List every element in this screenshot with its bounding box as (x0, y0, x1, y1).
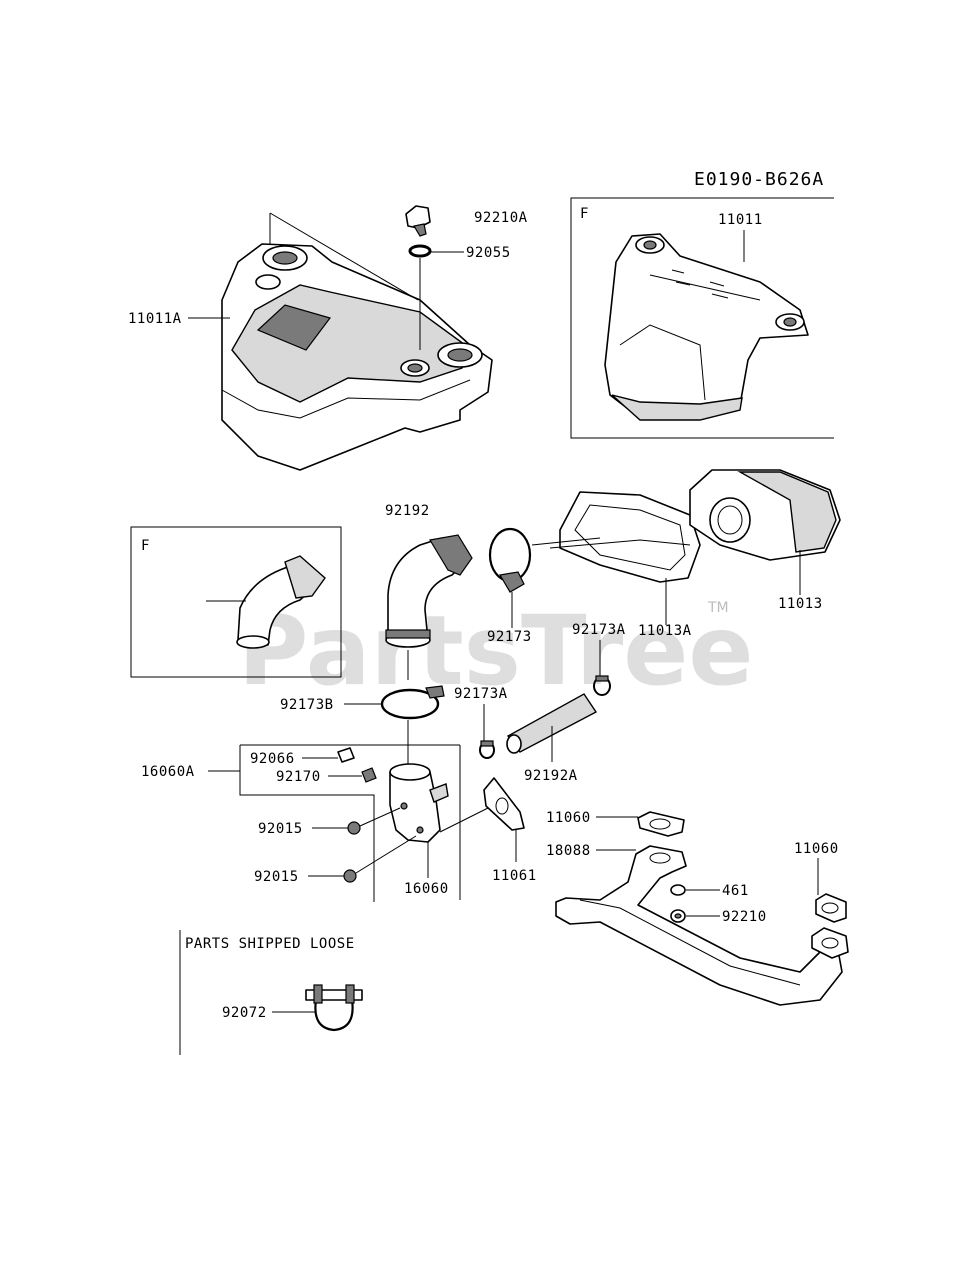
label-92173: 92173 (487, 629, 532, 645)
watermark-trademark: TM (707, 600, 729, 616)
label-92210A: 92210A (474, 210, 528, 226)
loose-heading: PARTS SHIPPED LOOSE (185, 936, 355, 952)
label-11011A: 11011A (128, 311, 182, 327)
pin-92066[interactable] (337, 747, 355, 763)
gasket-11060-right[interactable] (815, 893, 847, 923)
label-11060-right: 11060 (794, 841, 839, 857)
label-11011: 11011 (718, 212, 763, 228)
label-92192: 92192 (385, 503, 430, 519)
air-inlet-pipe-16060[interactable] (389, 763, 449, 843)
label-92173A-mid: 92173A (454, 686, 508, 702)
inset-top-frame (570, 197, 834, 439)
inset-left-frame (130, 526, 342, 678)
exhaust-flange-right[interactable] (811, 927, 849, 959)
diagram-code: E0190-B626A (694, 169, 824, 190)
label-92072: 92072 (222, 1005, 267, 1021)
label-92173B: 92173B (280, 697, 334, 713)
gasket-11061[interactable] (483, 777, 525, 831)
gasket-11060-upper[interactable] (637, 811, 685, 837)
nut-461[interactable] (670, 884, 686, 896)
nut-92015-upper[interactable] (347, 821, 361, 835)
hose-clamp-92173A-mid[interactable] (479, 740, 495, 759)
inset-top-marker: F (580, 206, 589, 222)
label-92066: 92066 (250, 751, 295, 767)
muffler-clamp-92072[interactable] (305, 984, 363, 1032)
exhaust-pipe-18088[interactable] (555, 845, 843, 1006)
elbow-hose-92192[interactable] (385, 534, 473, 648)
label-92170: 92170 (276, 769, 321, 785)
bolt-92170[interactable] (361, 767, 377, 783)
label-92210: 92210 (722, 909, 767, 925)
pre-cleaner-11013A[interactable] (549, 491, 701, 583)
label-11013A: 11013A (638, 623, 692, 639)
label-16060A: 16060A (141, 764, 195, 780)
label-461: 461 (722, 883, 749, 899)
nut-92015-lower[interactable] (343, 869, 357, 883)
air-cleaner-cover-11011[interactable] (604, 233, 809, 421)
label-18088: 18088 (546, 843, 591, 859)
hose-clamp-92173[interactable] (488, 527, 532, 593)
knob-92210A[interactable] (405, 205, 431, 237)
bracket-16060A-frame (239, 745, 375, 902)
inset-left-marker: F (141, 538, 150, 554)
label-92015-upper: 92015 (258, 821, 303, 837)
hose-clamp-92173A-top[interactable] (593, 675, 611, 696)
label-11013: 11013 (778, 596, 823, 612)
o-ring-92055[interactable] (408, 244, 432, 258)
label-92173A-top: 92173A (572, 622, 626, 638)
elbow-hose-92192B[interactable] (236, 555, 326, 649)
watermark-text: PartsTree (238, 595, 753, 707)
label-92015-lower: 92015 (254, 869, 299, 885)
air-cleaner-cover-11011A[interactable] (221, 243, 493, 471)
air-filter-element-11013[interactable] (689, 469, 841, 561)
label-92055: 92055 (466, 245, 511, 261)
nut-92210[interactable] (670, 909, 686, 923)
label-11060-upper: 11060 (546, 810, 591, 826)
label-92192A: 92192A (524, 768, 578, 784)
label-16060: 16060 (404, 881, 449, 897)
label-11061: 11061 (492, 868, 537, 884)
breather-hose-92192A[interactable] (506, 693, 598, 754)
